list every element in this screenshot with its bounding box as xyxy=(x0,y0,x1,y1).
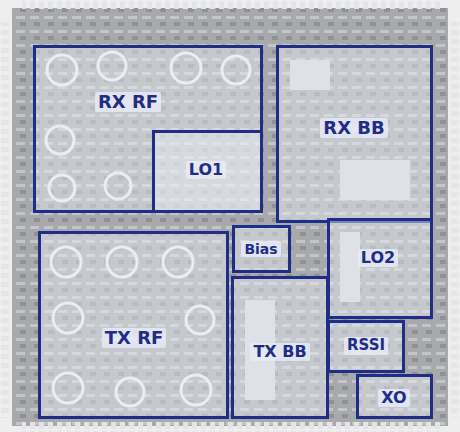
circuit-block: RX RF LO1 xyxy=(33,45,263,213)
circuit-block: RX BB xyxy=(276,45,433,223)
circuit-block: TX BB xyxy=(231,276,329,419)
block-label: RX RF xyxy=(95,92,161,113)
block-label: LO2 xyxy=(358,249,398,267)
block-label: RX BB xyxy=(320,118,387,139)
block-label: XO xyxy=(378,389,409,407)
block-label: LO1 xyxy=(186,161,226,179)
circuit-block: LO1 xyxy=(152,130,263,213)
circuit-block: TX RF xyxy=(38,231,229,419)
circuit-block: RSSI xyxy=(327,320,405,373)
block-label: TX RF xyxy=(102,328,167,349)
circuit-block: XO xyxy=(356,374,433,419)
circuit-block: Bias xyxy=(232,225,291,273)
block-label: RSSI xyxy=(344,337,388,354)
block-label: Bias xyxy=(241,241,280,257)
circuit-block: LO2 xyxy=(327,218,433,319)
block-label: TX BB xyxy=(250,343,309,361)
